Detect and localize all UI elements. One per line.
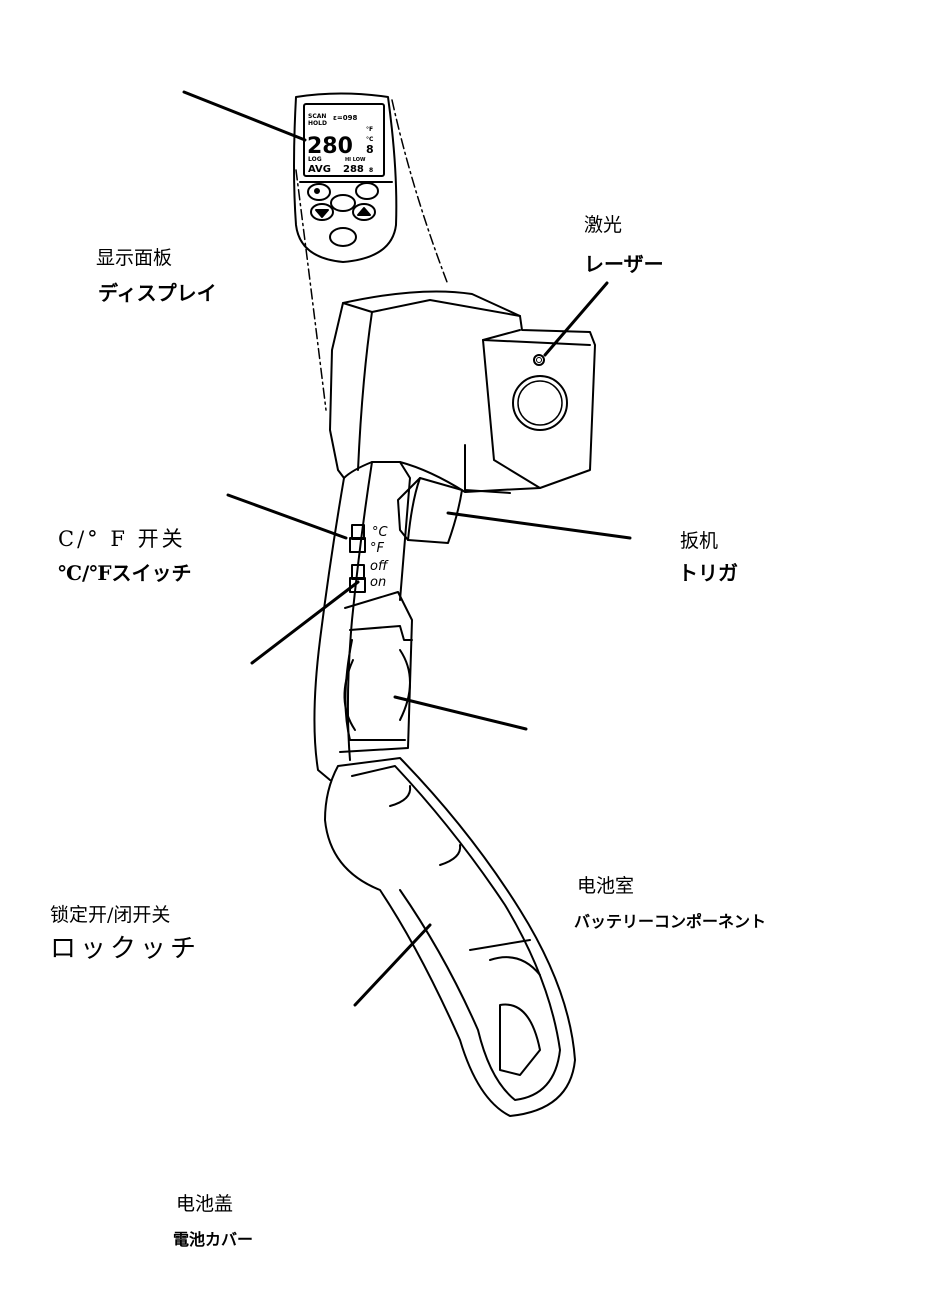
svg-text:°F: °F: [366, 126, 373, 133]
svg-text:HI LOW: HI LOW: [345, 157, 366, 163]
svg-text:AVG: AVG: [308, 164, 331, 175]
svg-text:HOLD: HOLD: [308, 120, 327, 127]
label-battery-cover-ja: 電池カバー: [173, 1232, 253, 1248]
label-trigger-zh: 扳机: [680, 532, 718, 551]
label-laser-zh: 激光: [584, 216, 622, 235]
handle: [314, 462, 412, 780]
battery-cover: [325, 758, 575, 1116]
label-trigger-ja: トリガ: [678, 563, 738, 583]
label-laser-ja: レーザー: [584, 254, 664, 274]
label-cf-switch-zh: C/° F 开关: [58, 529, 186, 550]
svg-text:ε=098: ε=098: [333, 114, 358, 122]
switch-markings: °C °F off on: [370, 525, 389, 590]
svg-text:°C: °C: [366, 136, 374, 143]
thermometer-head: [330, 291, 595, 493]
label-display-ja: ディスプレイ: [98, 283, 217, 303]
switch-mark-f: °F: [370, 541, 385, 556]
label-battery-compartment-zh: 电池室: [577, 877, 634, 896]
svg-text:LOG: LOG: [308, 156, 322, 163]
label-display-zh: 显示面板: [96, 249, 172, 268]
switch-mark-c: °C: [372, 525, 389, 540]
switch-mark-off: off: [370, 559, 389, 574]
label-battery-cover-zh: 电池盖: [176, 1195, 233, 1214]
label-lock-switch-ja: ロックッチ: [50, 936, 200, 962]
svg-text:288: 288: [343, 164, 364, 175]
label-battery-compartment-ja: バッテリーコンポーネント: [574, 914, 766, 930]
leader-lines: [184, 92, 630, 1005]
label-cf-switch-ja: ℃/℉スイッチ: [58, 563, 192, 583]
svg-text:SCAN: SCAN: [308, 113, 326, 120]
lcd-screen: SCAN HOLD ε=098 °F 280 8 °C LOG HI LOW A…: [307, 113, 374, 175]
switch-mark-on: on: [370, 575, 386, 590]
svg-text:8: 8: [369, 167, 373, 174]
svg-text:8: 8: [366, 143, 374, 156]
label-lock-switch-zh: 锁定开/闭开关: [50, 906, 170, 925]
